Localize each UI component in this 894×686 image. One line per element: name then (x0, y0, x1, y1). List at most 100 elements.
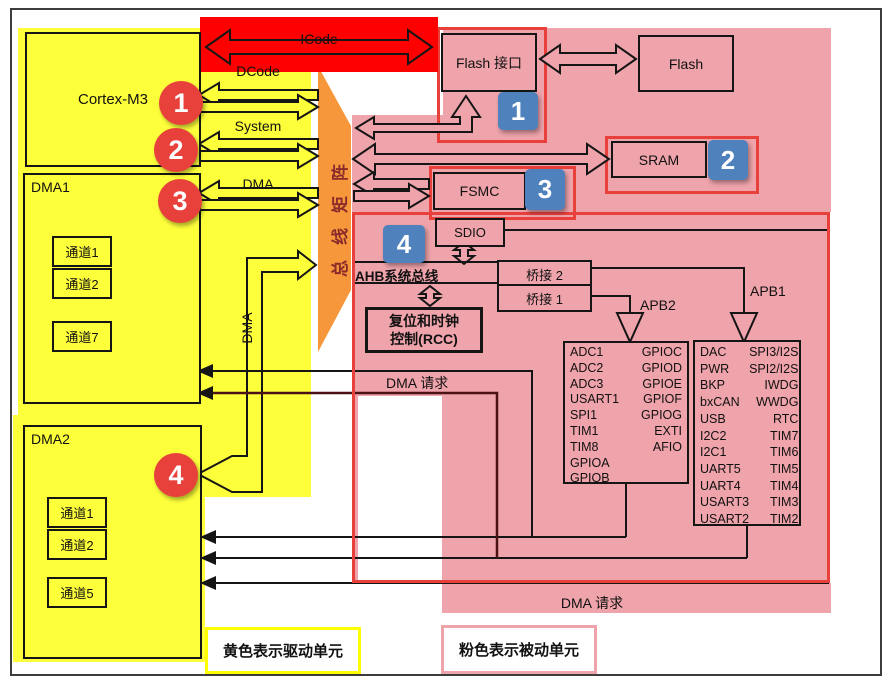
peripheral-item: USART2 (700, 512, 750, 527)
peripheral-item: I2C1 (700, 445, 727, 460)
ahb-rcc-arrow (417, 284, 443, 308)
peripheral-item: IWDG (764, 378, 799, 393)
peripheral-item: USB (700, 411, 726, 426)
peripheral-item: bxCAN (700, 395, 740, 410)
peripheral-item: EXTI (654, 423, 682, 438)
peripheral-item: PWR (700, 361, 730, 376)
peripheral-item: TIM3 (769, 495, 799, 510)
peripheral-item: ADC3 (570, 376, 604, 391)
outer-frame (10, 8, 882, 676)
peripheral-item: UART5 (700, 461, 741, 476)
icode-label: ICode (300, 31, 338, 47)
dma-request-mid-label: DMA 请求 (386, 375, 449, 391)
legend-pink-label: 粉色表示被动单元 (458, 642, 579, 659)
legend-yellow-label: 黄色表示驱动单元 (222, 643, 343, 660)
peripheral-item: UART4 (700, 478, 741, 493)
ahb-system-panel-border (352, 212, 830, 583)
apb1-down-arrow (729, 312, 759, 345)
red-marker-2: 2 (154, 128, 198, 172)
apb1-label: APB1 (750, 283, 786, 299)
bridge1-label: 桥接 1 (526, 291, 563, 307)
ahb-system-bus-label: AHB系统总线 (355, 269, 439, 284)
peripheral-item: TIM2 (769, 512, 799, 527)
block-sram: SRAM (611, 141, 707, 178)
peripheral-item: ADC2 (570, 360, 604, 375)
icode-arrow (204, 28, 434, 66)
peripheral-item: SPI1 (570, 408, 598, 423)
peripheral-item: TIM1 (570, 423, 599, 438)
blue-marker-4: 4 (383, 225, 425, 263)
red-marker-1: 1 (159, 81, 203, 125)
fsmc-label: FSMC (459, 183, 500, 199)
peripheral-item: ADC1 (570, 345, 604, 359)
peripheral-item: TIM4 (769, 478, 799, 493)
peripheral-item: SPI2/I2S (749, 361, 799, 376)
rcc-label-line1: 复位和时钟 (389, 313, 459, 329)
peripheral-item: WWDG (756, 395, 799, 410)
bridge2-apb1-line (588, 267, 745, 314)
peripheral-item: GPIOE (642, 376, 682, 391)
block-bridge1: 桥接 1 (497, 284, 592, 312)
matrix-flashif-arrow (354, 94, 482, 141)
sram-label: SRAM (638, 151, 680, 168)
block-sdio: SDIO (435, 218, 505, 247)
peripheral-item: TIM7 (769, 428, 799, 443)
block-bridge2: 桥接 2 (497, 260, 592, 288)
bus-matrix-label: 总线矩阵 (331, 149, 350, 277)
block-fsmc: FSMC (433, 172, 526, 210)
cortex-m3-label: Cortex-M3 (77, 91, 148, 108)
dma1-channel-7: 通道7 (52, 321, 112, 352)
blue-marker-1: 1 (498, 92, 538, 130)
dma2-channel-5: 通道5 (47, 577, 107, 608)
peripheral-item: GPIOC (641, 345, 682, 359)
peripheral-item: GPIOB (570, 471, 610, 486)
sram-highlight (605, 136, 759, 194)
peripheral-item: GPIOF (643, 392, 682, 407)
flashif-flash-arrow (538, 43, 638, 75)
peripheral-item: GPIOA (570, 455, 610, 470)
red-marker-3: 3 (158, 179, 202, 223)
dcode-label: DCode (236, 63, 280, 79)
peripheral-item: DAC (700, 345, 727, 359)
peripheral-item: SPI3/I2S (749, 345, 799, 359)
peripheral-item: USART3 (700, 495, 750, 510)
sdio-label: SDIO (454, 225, 486, 240)
peripheral-item: AFIO (652, 439, 682, 454)
dma-request-bottom-label: DMA 请求 (560, 595, 624, 611)
flash-label: Flash (668, 55, 704, 72)
peripheral-item: GPIOD (641, 360, 682, 375)
flash-interface-highlight (437, 27, 547, 143)
legend-pink: 粉色表示被动单元 (441, 625, 597, 674)
bridge1-apb2-line (588, 295, 631, 314)
flash-interface-label: Flash 接口 (455, 54, 523, 71)
peripheral-item: RTC (772, 411, 799, 426)
blue-marker-3: 3 (525, 169, 565, 210)
peripheral-item: BKP (700, 378, 726, 393)
system-arrow (197, 130, 320, 170)
matrix-sram-arrow (351, 142, 611, 176)
dma1-request-line-2 (206, 391, 499, 558)
peripheral-item: USART1 (570, 392, 620, 407)
apb2-label: APB2 (640, 297, 676, 313)
panel-cutout (358, 396, 442, 580)
blue-marker-2: 2 (708, 140, 748, 180)
rcc-label-line2: 控制(RCC) (390, 331, 458, 347)
dma1-request-line-1 (206, 370, 533, 537)
matrix-fsmc-arrow (352, 170, 431, 210)
legend-yellow: 黄色表示驱动单元 (205, 627, 361, 674)
dma1-channel-1: 通道1 (52, 236, 112, 267)
dma-bus-label: DMA (242, 176, 274, 192)
dma-request-strip (442, 583, 831, 613)
dma2-label: DMA2 (31, 431, 70, 447)
peripheral-item: TIM6 (769, 445, 799, 460)
red-marker-4: 4 (154, 453, 198, 497)
block-flash-interface: Flash 接口 (441, 33, 537, 92)
system-label: System (234, 118, 282, 134)
dma1-label: DMA1 (31, 179, 70, 195)
